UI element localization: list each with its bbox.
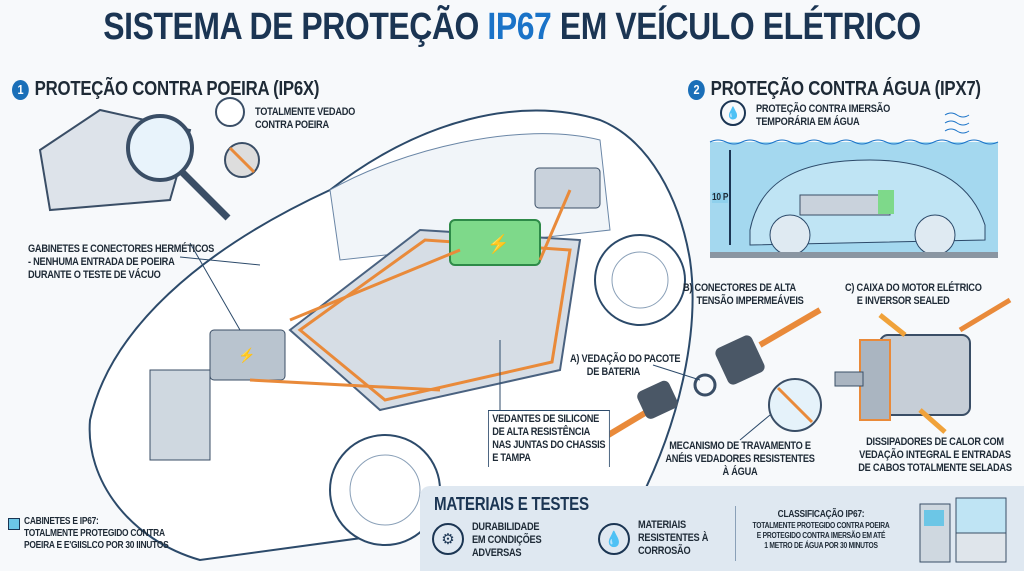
dust-sealed-label: TOTALMENTE VEDADO CONTRA POEIRA: [255, 106, 356, 131]
hv-cables: [249, 189, 572, 392]
section1-title: PROTEÇÃO CONTRA POEIRA (IP6X): [34, 78, 320, 100]
rear-wheel: [594, 234, 686, 326]
battery-pack: [288, 228, 582, 412]
page-title: SISTEMA DE PROTEÇÃO IP67 EM VEÍCULO ELÉT…: [82, 6, 942, 49]
title-text: SISTEMA DE PROTEÇÃO: [103, 6, 488, 48]
divider: [735, 506, 736, 561]
water-drop-icon: 💧: [598, 523, 630, 555]
water-drop-icon: 💧: [720, 100, 746, 126]
step-number-badge: 2: [688, 79, 705, 100]
ip67-classification: CLASSIFICAÇÃO IP67:TOTALMENTE PROTEGIDO …: [752, 509, 890, 550]
radiator: [149, 369, 211, 461]
motor-housing: [834, 297, 1012, 434]
title-highlight: IP67: [487, 6, 552, 48]
legend-text: CABINETES E IP67:TOTALMENTE PROTEGIDO CO…: [24, 516, 169, 551]
water-immersion-scene: [709, 139, 999, 258]
junction-box: [534, 167, 601, 209]
legend-swatch: [8, 518, 20, 530]
front-control-box: [209, 329, 286, 381]
test-chamber-icon: [919, 497, 1007, 563]
dust-shield-icon: [215, 97, 245, 127]
hermetic-callout: GABINETES E CONECTORES HERMÉTICOS- NENHU…: [28, 243, 215, 281]
title-text-end: EM VEÍCULO ELÉTRICO: [551, 6, 921, 48]
lightning-icon: ⚡: [238, 347, 255, 364]
dust-enclosure: [38, 108, 231, 221]
hv-connector: [598, 307, 822, 443]
depth-label: 10 P: [712, 192, 729, 203]
waves-icon: [944, 112, 970, 134]
inverter-module: [449, 219, 541, 266]
magnifier-icon: [126, 114, 194, 182]
step-number-badge: 1: [12, 79, 29, 100]
gear-icon: ⚙: [432, 523, 464, 555]
section2-title: PROTEÇÃO CONTRA ÁGUA (IPX7): [710, 78, 981, 100]
lightning-icon: ⚡: [487, 233, 509, 255]
seal-arrows: [878, 313, 947, 434]
materials-heading: MATERIAIS E TESTES: [434, 494, 589, 514]
